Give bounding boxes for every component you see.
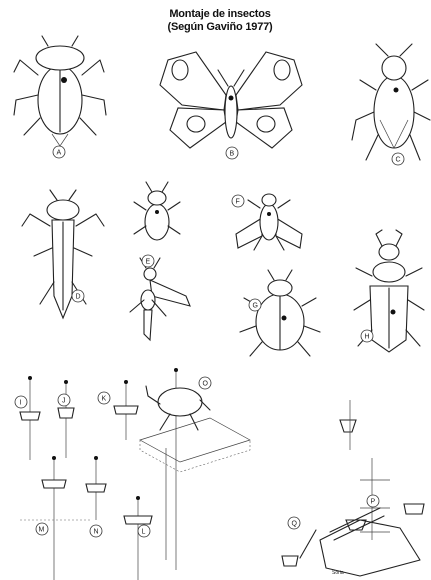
insect-p-drawing — [340, 400, 424, 540]
label-b: B — [226, 147, 238, 159]
insect-f-drawing — [236, 194, 302, 250]
label-f: F — [232, 195, 244, 207]
artist-signature: Soria — [332, 570, 344, 576]
insect-c-drawing — [352, 44, 430, 160]
label-h: H — [361, 330, 373, 342]
label-n-text: N — [94, 529, 99, 536]
label-c: C — [392, 153, 404, 165]
label-e-text: E — [146, 259, 151, 266]
label-g: G — [249, 299, 261, 311]
label-q-text: Q — [292, 521, 298, 528]
label-g-text: G — [253, 303, 258, 310]
label-j-text: J — [62, 398, 66, 405]
label-d-text: D — [76, 294, 81, 301]
label-l: L — [138, 525, 150, 537]
label-i-text: I — [20, 400, 22, 407]
insect-q-drawing — [282, 508, 420, 576]
label-p: P — [367, 495, 379, 507]
label-a-text: A — [57, 150, 62, 157]
label-l-text: L — [142, 529, 146, 536]
pinned-specimens-drawing — [20, 368, 250, 580]
insect-g-drawing — [240, 270, 320, 356]
label-o: O — [199, 377, 211, 389]
insect-d-drawing — [22, 190, 104, 318]
label-f-text: F — [236, 199, 240, 206]
label-m-text: M — [39, 527, 45, 534]
label-k-text: K — [102, 396, 107, 403]
label-d: D — [72, 290, 84, 302]
label-k: K — [98, 392, 110, 404]
label-j: J — [58, 394, 70, 406]
label-e: E — [142, 255, 154, 267]
insect-b-drawing — [160, 52, 302, 148]
label-m: M — [36, 523, 48, 535]
label-q: Q — [288, 517, 300, 529]
label-o-text: O — [203, 381, 209, 388]
label-p-text: P — [371, 499, 376, 506]
label-h-text: H — [365, 334, 370, 341]
label-a: A — [53, 146, 65, 158]
label-c-text: C — [396, 157, 401, 164]
insect-e-wasp-drawing — [130, 258, 190, 340]
label-n: N — [90, 525, 102, 537]
label-b-text: B — [230, 151, 235, 158]
label-i: I — [15, 396, 27, 408]
insect-a-drawing — [14, 36, 106, 146]
insect-e-top-drawing — [134, 182, 180, 240]
